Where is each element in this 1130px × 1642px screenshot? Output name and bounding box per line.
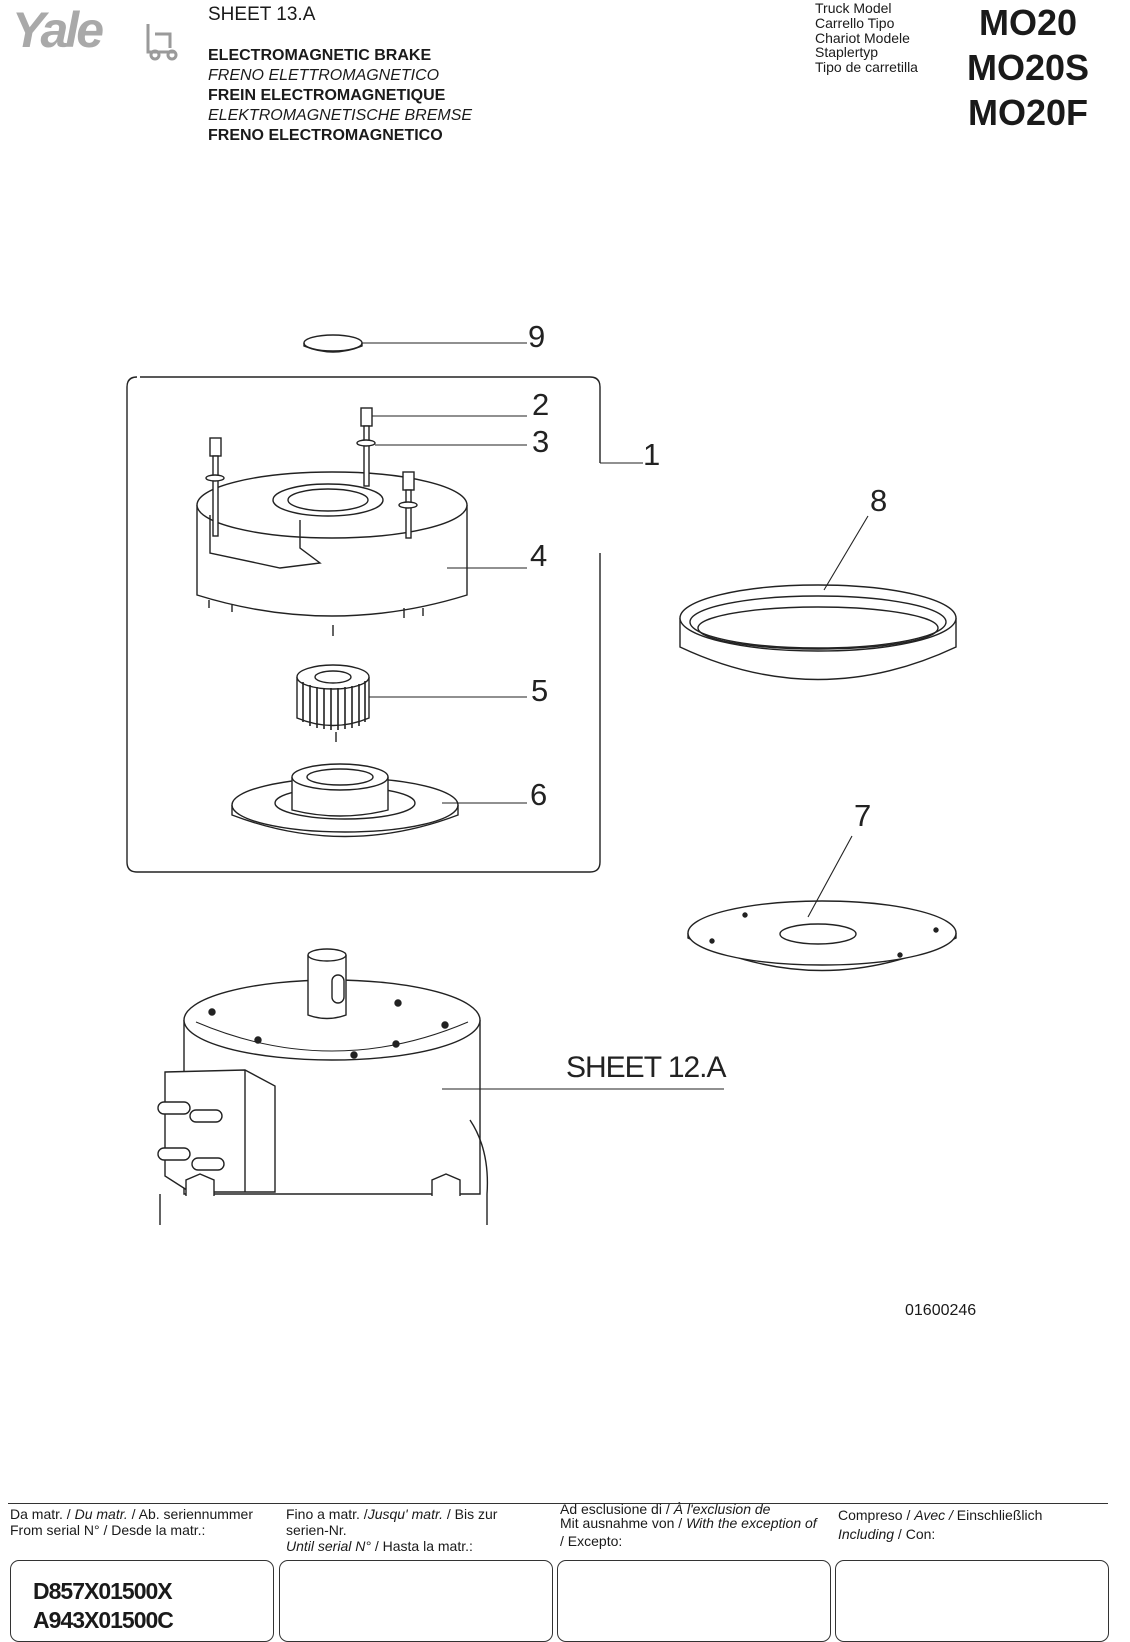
logo-text: Yale: [12, 4, 103, 58]
callout-3: 3: [532, 424, 549, 459]
truck-model-label: Truck Model: [815, 0, 892, 16]
title-it: FRENO ELETTROMAGNETICO: [208, 67, 440, 84]
title-block: ELECTROMAGNETIC BRAKE FRENO ELETTROMAGNE…: [208, 46, 472, 146]
callout-6: 6: [530, 777, 547, 812]
callout-7: 7: [854, 798, 871, 833]
from-serial-box: D857X01500X A943X01500C: [10, 1560, 274, 1642]
drawing-number: 01600246: [905, 1302, 977, 1319]
part-4-brake-body: [196, 471, 468, 636]
part-8-ring: [679, 584, 957, 681]
title-fr: FREIN ELECTROMAGNETIQUE: [208, 87, 446, 104]
title-es: FRENO ELECTROMAGNETICO: [208, 127, 443, 144]
callout-1: 1: [643, 437, 660, 472]
truck-model-label: Chariot Modele: [815, 29, 910, 46]
until-serial-box: [279, 1560, 553, 1642]
exception-label: Ad esclusione di / À l'exclusion de Mit …: [560, 1501, 817, 1549]
serial-value: D857X01500X: [33, 1578, 173, 1604]
model-list: MO20 MO20S MO20F: [958, 0, 1098, 135]
including-box: [835, 1560, 1109, 1642]
title-en: ELECTROMAGNETIC BRAKE: [208, 47, 432, 64]
part-2-screws: [209, 407, 415, 539]
callout-4: 4: [530, 538, 547, 573]
leader-line: [807, 835, 853, 918]
callout-5: 5: [531, 673, 548, 708]
part-9-disc: [303, 334, 363, 353]
until-serial-label: Fino a matr. /Jusqu' matr. / Bis zur ser…: [286, 1506, 498, 1554]
sheet-code: SHEET 13.A: [208, 4, 316, 25]
part-7-plate: [687, 900, 957, 972]
model-name: MO20: [978, 2, 1078, 43]
part-3-washers: [205, 439, 418, 509]
truck-model-labels: Truck Model Carrello Tipo Chariot Modele…: [815, 1, 918, 75]
truck-model-label: Tipo de carretilla: [815, 59, 918, 76]
forklift-icon: [146, 24, 178, 61]
kit-outline: [126, 376, 601, 873]
part-6-friction-disc: [231, 763, 459, 838]
truck-model-label: Staplertyp: [815, 44, 879, 61]
footer-divider: [8, 1503, 1108, 1504]
from-serial-label: Da matr. / Du matr. / Ab. seriennummer F…: [10, 1506, 254, 1538]
title-de: ELEKTROMAGNETISCHE BREMSE: [208, 107, 473, 124]
callout-2: 2: [532, 387, 549, 422]
part-5-hub: [296, 664, 370, 742]
model-name: MO20S: [966, 47, 1090, 88]
model-name: MO20F: [967, 92, 1089, 133]
sheet-reference: SHEET 12.A: [566, 1051, 727, 1084]
yale-logo: Yale: [12, 4, 178, 61]
exception-box: [557, 1560, 831, 1642]
callout-9: 9: [528, 319, 545, 354]
motor-assembly: [157, 948, 489, 1225]
including-label: Compreso / Avec / Einschließlich Includi…: [838, 1507, 1043, 1542]
leader-line: [823, 515, 869, 591]
serial-value: A943X01500C: [33, 1607, 174, 1633]
callout-8: 8: [870, 483, 887, 518]
truck-model-label: Carrello Tipo: [815, 14, 895, 31]
